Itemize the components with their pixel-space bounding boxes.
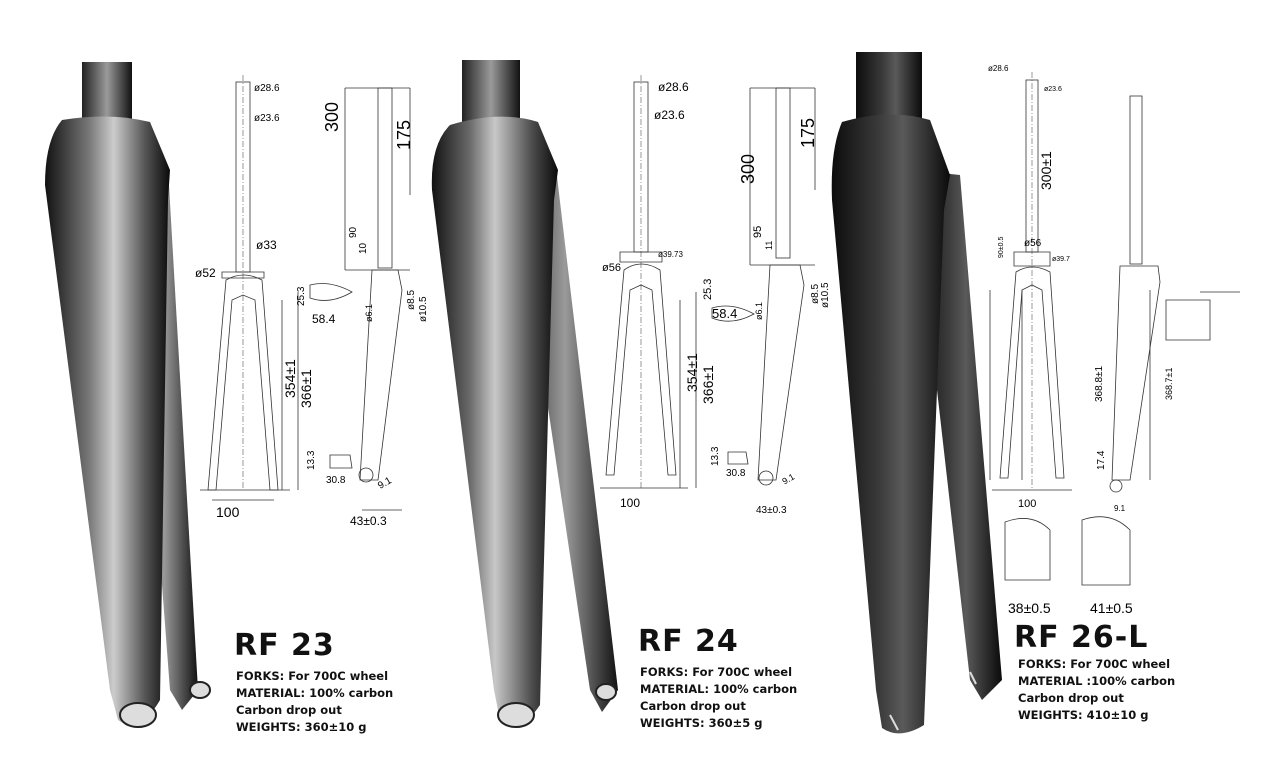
dim-length-300: 300 bbox=[738, 153, 758, 184]
spec-dropout: Carbon drop out bbox=[640, 699, 746, 713]
dim-length-300: 300 bbox=[322, 101, 342, 132]
spec-weights: WEIGHTS: 410±10 g bbox=[1018, 708, 1149, 722]
dim-spacing: 100 bbox=[1018, 498, 1037, 510]
dim-length-175: 175 bbox=[798, 117, 818, 148]
technical-drawing-rf26l bbox=[989, 72, 1240, 586]
spec-dropout: Carbon drop out bbox=[236, 703, 342, 717]
dim-length-90: 90 bbox=[348, 226, 359, 238]
dim-length-95: 95 bbox=[752, 225, 764, 238]
spec-list-rf24: FORKS: For 700C wheel MATERIAL: 100% car… bbox=[640, 664, 797, 732]
technical-drawing-rf24 bbox=[600, 75, 816, 490]
dim-rake-25: 25.3 bbox=[296, 286, 307, 306]
dim-length-300: 300±1 bbox=[1038, 151, 1054, 190]
dim-drop-13: 13.3 bbox=[710, 446, 721, 466]
spec-material: MATERIAL: 100% carbon bbox=[640, 682, 798, 696]
dim-length-175: 175 bbox=[394, 119, 414, 150]
spec-dropout: Carbon drop out bbox=[1018, 691, 1124, 705]
product-panel-rf23: ø28.6 ø23.6 ø33 ø52 300 175 90 10 25.3 5… bbox=[0, 0, 430, 780]
dim-crown-race: ø33 bbox=[256, 238, 277, 252]
dim-axle-3687: 368.7±1 bbox=[1164, 367, 1174, 400]
dim-rake-25: 25.3 bbox=[702, 278, 714, 300]
dim-blade-58: 58.4 bbox=[712, 306, 738, 321]
spec-weights: WEIGHTS: 360±10 g bbox=[236, 720, 367, 734]
dim-left-dropout: 38±0.5 bbox=[1008, 600, 1051, 616]
product-panel-rf26l: ø28.6 ø23.6 300±1 ø39.7 ø56 90±0.5 368.8… bbox=[820, 0, 1280, 780]
spec-weights: WEIGHTS: 360±5 g bbox=[640, 716, 763, 730]
spec-material: MATERIAL: 100% carbon bbox=[236, 686, 394, 700]
dim-spacing: 100 bbox=[620, 496, 641, 510]
dim-rake-61: ø6.1 bbox=[364, 303, 374, 322]
dim-offset: 43±0.3 bbox=[350, 514, 387, 528]
dim-steer-top: ø28.6 bbox=[988, 64, 1009, 73]
dim-crown-race: ø39.7 bbox=[1052, 256, 1070, 263]
fork-render-rf26l bbox=[831, 52, 1002, 734]
dim-drop-30: 30.8 bbox=[726, 468, 746, 479]
dim-blade-58: 58.4 bbox=[312, 312, 336, 326]
dim-dropout-91: 9.1 bbox=[1114, 504, 1126, 513]
dim-crown-width: ø56 bbox=[602, 262, 621, 274]
spec-list-rf23: FORKS: For 700C wheel MATERIAL: 100% car… bbox=[236, 668, 393, 736]
dim-steer-bottom: ø23.6 bbox=[254, 113, 280, 124]
dim-right-dropout: 41±0.5 bbox=[1090, 600, 1133, 616]
spec-material: MATERIAL :100% carbon bbox=[1018, 674, 1176, 688]
dim-steer-top: ø28.6 bbox=[658, 80, 689, 94]
model-title-rf24: RF 24 bbox=[638, 624, 739, 659]
dim-steer-bottom: ø23.6 bbox=[654, 108, 685, 122]
dim-drop-17: 17.4 bbox=[1096, 450, 1107, 470]
dim-length-90: 90±0.5 bbox=[998, 236, 1005, 258]
technical-drawing-rf23 bbox=[200, 75, 411, 511]
dim-crown-race: ø39.73 bbox=[658, 250, 683, 259]
dim-axle-354: 354±1 bbox=[282, 359, 298, 398]
dim-drop-30: 30.8 bbox=[326, 475, 346, 486]
dim-crown-width: ø52 bbox=[195, 266, 216, 280]
dim-steer-top: ø28.6 bbox=[254, 83, 280, 94]
dim-axle-366: 366±1 bbox=[700, 365, 716, 404]
fork-render-rf24 bbox=[431, 60, 618, 728]
model-title-rf23: RF 23 bbox=[234, 628, 335, 663]
model-title-rf26l: RF 26-L bbox=[1014, 620, 1149, 655]
product-panel-rf24: ø28.6 ø23.6 ø39.73 ø56 300 175 95 11 25.… bbox=[420, 0, 840, 780]
dim-offset: 43±0.3 bbox=[756, 505, 787, 516]
dim-length-11: 11 bbox=[764, 240, 774, 250]
dim-od-85: ø8.5 bbox=[406, 289, 417, 310]
dim-axle-354: 354±1 bbox=[684, 353, 700, 392]
dim-spacing: 100 bbox=[216, 504, 240, 520]
dim-steer-bottom: ø23.6 bbox=[1044, 86, 1062, 93]
dim-rake-61: ø6.1 bbox=[754, 301, 764, 320]
dim-axle-366: 366±1 bbox=[298, 369, 314, 408]
dim-length-10: 10 bbox=[358, 242, 369, 254]
spec-forks: FORKS: For 700C wheel bbox=[236, 669, 389, 683]
dim-axle-368: 368.8±1 bbox=[1094, 365, 1105, 402]
dim-crown-width: ø56 bbox=[1024, 238, 1042, 249]
spec-forks: FORKS: For 700C wheel bbox=[640, 665, 793, 679]
spec-list-rf26l: FORKS: For 700C wheel MATERIAL :100% car… bbox=[1018, 656, 1175, 724]
spec-forks: FORKS: For 700C wheel bbox=[1018, 657, 1171, 671]
fork-render-rf23 bbox=[45, 62, 211, 728]
dim-drop-13: 13.3 bbox=[306, 450, 317, 470]
